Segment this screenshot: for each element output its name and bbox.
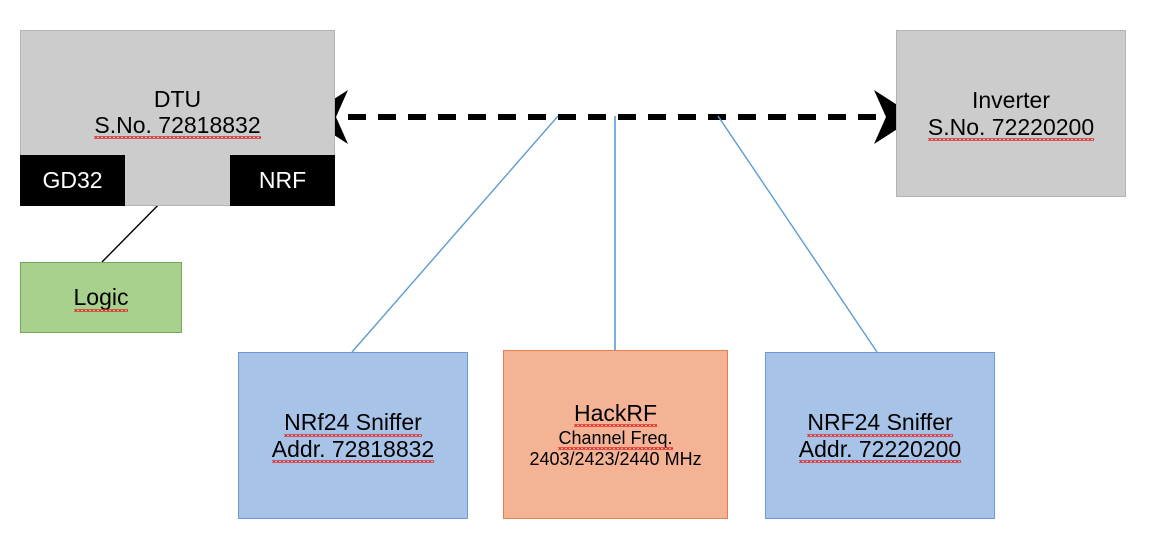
gd32-label: GD32: [42, 167, 103, 194]
sniffer-right-address: Addr. 72220200: [798, 435, 962, 463]
tap-line-sniffer-left: [351, 115, 559, 353]
gd32-chip-node[interactable]: GD32: [20, 155, 125, 206]
sniffer-left-address: Addr. 72818832: [271, 435, 435, 463]
dtu-title: DTU: [153, 86, 202, 112]
hackrf-channel-freq-label: Channel Freq.: [558, 428, 673, 450]
hackrf-channel-freq-value: 2403/2423/2440 MHz: [529, 448, 702, 469]
sniffer-left-title: NRf24 Sniffer: [284, 409, 422, 437]
hackrf-title: HackRF: [573, 399, 658, 428]
inverter-node[interactable]: Inverter S.No. 72220200: [896, 30, 1126, 197]
hackrf-node[interactable]: HackRF Channel Freq. 2403/2423/2440 MHz: [503, 350, 728, 519]
logic-label: Logic: [73, 284, 129, 312]
sniffer-right-title: NRF24 Sniffer: [807, 409, 953, 437]
tap-line-sniffer-right: [717, 115, 878, 353]
sniffer-left-node[interactable]: NRf24 Sniffer Addr. 72818832: [238, 352, 468, 519]
inverter-title: Inverter: [972, 87, 1050, 114]
sniffer-right-node[interactable]: NRF24 Sniffer Addr. 72220200: [765, 352, 995, 519]
nrf-chip-node[interactable]: NRF: [230, 155, 335, 206]
inverter-serial: S.No. 72220200: [927, 113, 1095, 141]
nrf-label: NRF: [258, 167, 307, 194]
logic-analyzer-node[interactable]: Logic: [20, 262, 182, 333]
dtu-serial: S.No. 72818832: [94, 112, 261, 140]
